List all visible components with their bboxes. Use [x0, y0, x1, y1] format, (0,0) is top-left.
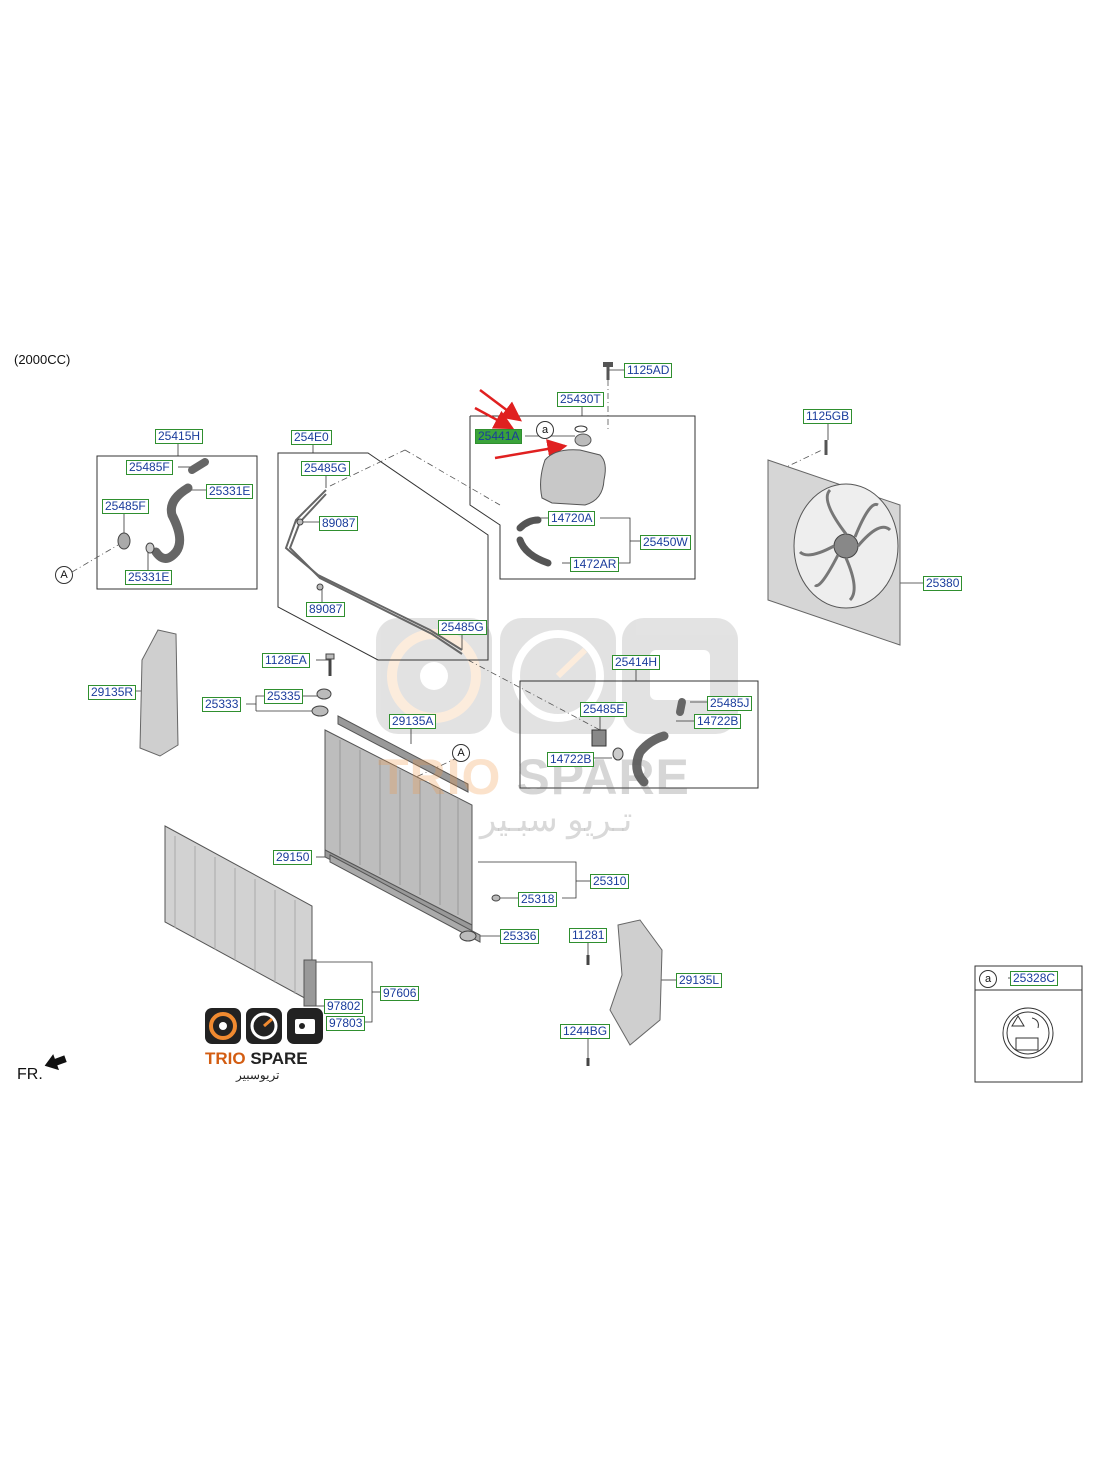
watermark-brand-b: SPARE — [516, 749, 690, 805]
logo-engine-icon — [295, 1019, 315, 1034]
part-label-25331E-1[interactable]: 25331E — [206, 484, 254, 499]
condenser — [164, 825, 481, 1007]
watermark-arabic: تـريو سبـير — [480, 801, 633, 839]
logo-brand-a: TRIO — [205, 1049, 246, 1068]
logo-box-2 — [246, 1008, 282, 1044]
upper-hose — [117, 458, 209, 563]
part-label-1125AD[interactable]: 1125AD — [624, 363, 673, 378]
part-label-1128EA[interactable]: 1128EA — [262, 653, 310, 668]
part-label-25485E[interactable]: 25485E — [580, 702, 628, 717]
logo-box-1 — [205, 1008, 241, 1044]
logo-box-3 — [287, 1008, 323, 1044]
fan-shroud — [767, 440, 901, 646]
part-label-14720A[interactable]: 14720A — [548, 511, 596, 526]
part-label-25430T[interactable]: 25430T — [557, 392, 604, 407]
part-label-25333[interactable]: 25333 — [202, 697, 242, 712]
part-label-25485F-2[interactable]: 25485F — [102, 499, 149, 514]
logo-arabic: تريوسبير — [236, 1068, 280, 1082]
part-label-25331E-2[interactable]: 25331E — [125, 570, 173, 585]
part-label-1472AR[interactable]: 1472AR — [570, 557, 620, 572]
part-label-14722B-1[interactable]: 14722B — [694, 714, 742, 729]
part-label-14722B-2[interactable]: 14722B — [547, 752, 595, 767]
part-label-89087-2[interactable]: 89087 — [306, 602, 346, 617]
callout-a-1: a — [536, 421, 554, 439]
part-label-25336[interactable]: 25336 — [500, 929, 540, 944]
air-guards — [139, 629, 663, 1046]
front-arrow-icon — [44, 1054, 67, 1071]
callout-A-1: A — [55, 566, 73, 584]
part-label-89087-1[interactable]: 89087 — [319, 516, 359, 531]
group-boxes — [96, 415, 1083, 1083]
part-label-29135R[interactable]: 29135R — [88, 685, 137, 700]
highlight-arrows — [474, 389, 568, 460]
part-label-25415H[interactable]: 25415H — [155, 429, 204, 444]
part-label-11281[interactable]: 11281 — [569, 928, 608, 943]
small-parts — [296, 518, 590, 1066]
callout-A-2: A — [452, 744, 470, 762]
part-label-1244BG[interactable]: 1244BG — [560, 1024, 611, 1039]
part-label-25380[interactable]: 25380 — [923, 576, 963, 591]
watermark-brand: TRIO SPARE — [378, 748, 690, 806]
part-label-254E0[interactable]: 254E0 — [291, 430, 332, 445]
lower-hose — [591, 698, 686, 787]
part-label-97803[interactable]: 97803 — [326, 1016, 366, 1031]
cap-detail — [1002, 1007, 1054, 1059]
engine-spec: (2000CC) — [14, 352, 71, 367]
part-label-29150[interactable]: 29150 — [273, 850, 313, 865]
part-label-25414H[interactable]: 25414H — [612, 655, 661, 670]
part-label-25485G-1[interactable]: 25485G — [301, 461, 350, 476]
reservoir-tank — [516, 362, 613, 567]
part-label-25335[interactable]: 25335 — [264, 689, 304, 704]
front-direction-label: FR. — [17, 1066, 43, 1083]
logo-brand-b: SPARE — [245, 1049, 308, 1068]
part-label-29135L[interactable]: 29135L — [676, 973, 723, 988]
part-label-25328C[interactable]: 25328C — [1010, 971, 1059, 986]
part-label-25485G-2[interactable]: 25485G — [438, 620, 487, 635]
logo-gauge-icon — [250, 1012, 278, 1040]
logo-title: TRIO SPARE — [205, 1049, 308, 1069]
part-label-97802[interactable]: 97802 — [324, 999, 364, 1014]
watermark-brand-a: TRIO — [378, 749, 502, 805]
part-label-25450W[interactable]: 25450W — [640, 535, 691, 550]
bypass-pipe — [284, 489, 463, 655]
part-label-29135A[interactable]: 29135A — [389, 714, 437, 729]
part-label-25485J[interactable]: 25485J — [707, 696, 753, 711]
part-label-1125GB[interactable]: 1125GB — [803, 409, 853, 424]
part-label-97606[interactable]: 97606 — [380, 986, 420, 1001]
logo-disc-icon — [209, 1012, 237, 1040]
part-label-25310[interactable]: 25310 — [590, 874, 630, 889]
part-label-25485F-1[interactable]: 25485F — [126, 460, 173, 475]
part-label-25441A[interactable]: 25441A — [475, 429, 523, 444]
dash-leaders — [71, 380, 823, 811]
part-label-25318[interactable]: 25318 — [518, 892, 558, 907]
callout-a-2: a — [979, 970, 997, 988]
